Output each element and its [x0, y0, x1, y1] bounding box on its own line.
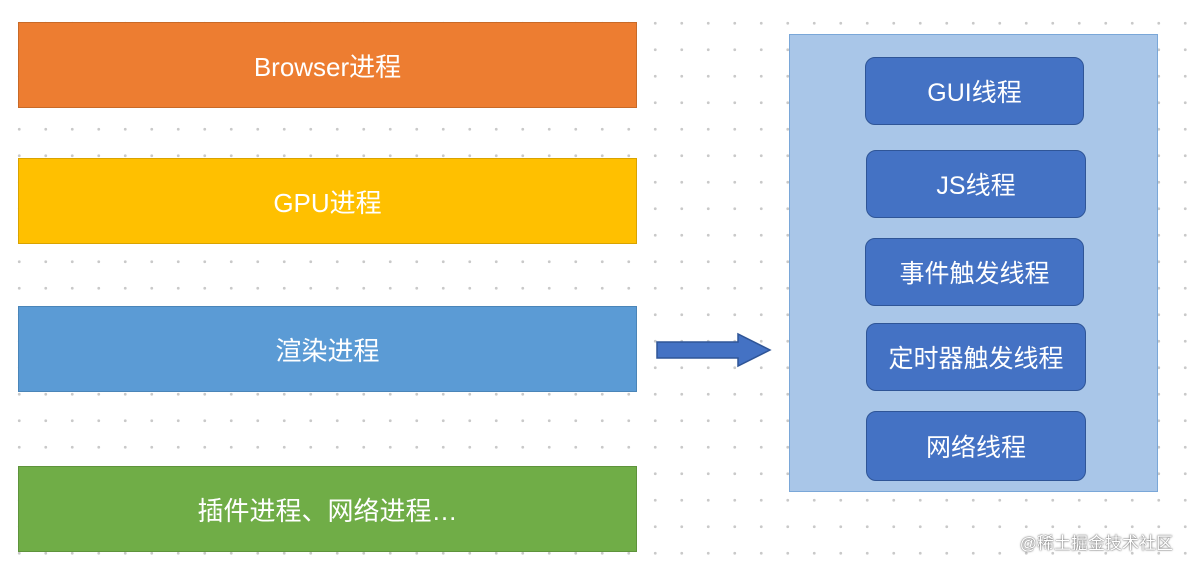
gui-thread-box: GUI线程: [865, 57, 1084, 125]
other-processes-label: 插件进程、网络进程…: [197, 495, 458, 526]
watermark: @稀土掘金技术社区: [1019, 534, 1173, 553]
js-thread-label: JS线程: [936, 172, 1016, 200]
timer-trigger-thread-label: 定时器触发线程: [888, 345, 1064, 373]
js-thread-box: JS线程: [866, 150, 1086, 218]
browser-process-box: Browser进程: [18, 22, 637, 108]
event-trigger-thread-box: 事件触发线程: [865, 238, 1084, 306]
timer-trigger-thread-box: 定时器触发线程: [866, 323, 1086, 391]
gui-thread-label: GUI线程: [927, 79, 1022, 107]
right-arrow-icon: [656, 332, 772, 368]
network-thread-label: 网络线程: [925, 434, 1026, 462]
event-trigger-thread-label: 事件触发线程: [899, 260, 1050, 288]
other-processes-box: 插件进程、网络进程…: [18, 466, 637, 552]
render-process-threads-container: GUI线程 JS线程 事件触发线程 定时器触发线程 网络线程: [789, 34, 1158, 492]
render-process-box: 渲染进程: [18, 306, 637, 392]
gpu-process-label: GPU进程: [273, 187, 382, 218]
gpu-process-box: GPU进程: [18, 158, 637, 244]
render-process-label: 渲染进程: [275, 335, 380, 366]
network-thread-box: 网络线程: [866, 411, 1086, 481]
browser-process-label: Browser进程: [253, 51, 402, 82]
